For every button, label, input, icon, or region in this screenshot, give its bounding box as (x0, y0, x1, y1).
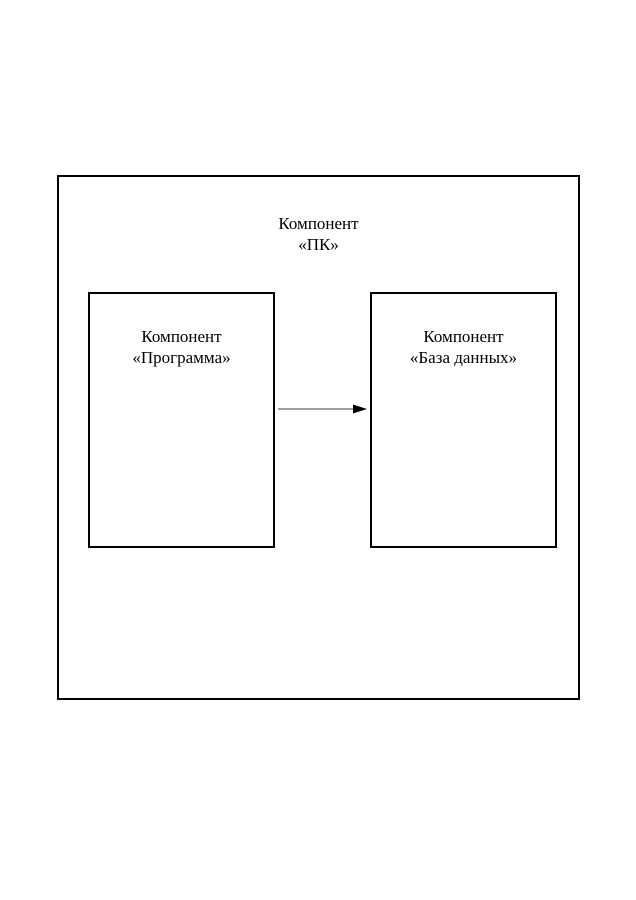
program-component-label-line2: «Программа» (132, 348, 231, 367)
pc-component-box: Компонент «ПК» Компонент «Программа» Ком… (57, 175, 580, 700)
database-component-label: Компонент «База данных» (372, 326, 555, 368)
program-component-label: Компонент «Программа» (90, 326, 273, 368)
pc-component-label-line2: «ПК» (298, 235, 339, 254)
database-component-box: Компонент «База данных» (370, 292, 557, 548)
pc-component-label-line1: Компонент (278, 214, 359, 233)
program-component-box: Компонент «Программа» (88, 292, 275, 548)
database-component-label-line2: «База данных» (409, 348, 518, 367)
database-component-label-line1: Компонент (423, 327, 504, 346)
program-component-label-line1: Компонент (141, 327, 222, 346)
pc-component-label: Компонент «ПК» (59, 213, 578, 255)
